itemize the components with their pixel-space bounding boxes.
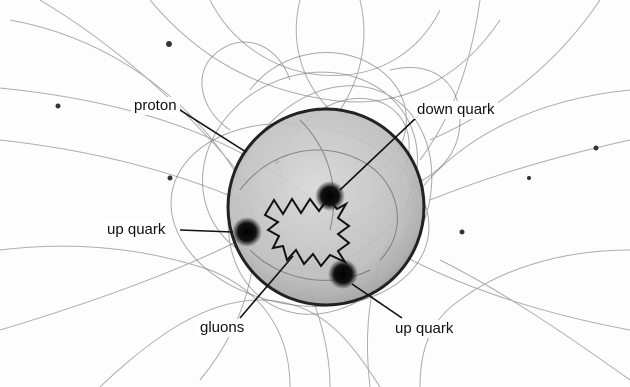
up-quark-bottom-label: up quark [392, 320, 456, 338]
down-quark-dot [315, 181, 345, 211]
up-quark-left-label: up quark [104, 221, 168, 239]
down-quark-label: down quark [414, 101, 498, 119]
gluons-label: gluons [197, 319, 247, 337]
proton-label: proton [131, 97, 180, 115]
up-quark-left-dot [232, 217, 262, 247]
